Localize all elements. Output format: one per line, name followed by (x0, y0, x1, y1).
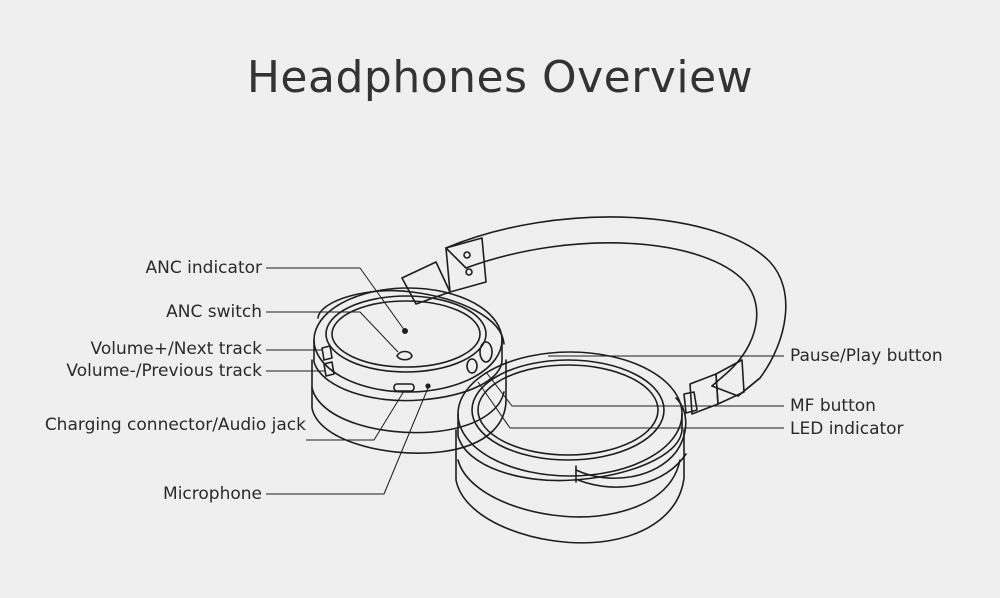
label-volume-down: Volume-/Previous track (66, 361, 262, 381)
leader-anc-switch (266, 311, 399, 353)
label-charging: Charging connector/Audio jack (44, 415, 306, 435)
label-volume-up: Volume+/Next track (90, 339, 262, 359)
leader-led (477, 381, 784, 429)
label-anc-switch: ANC switch (166, 302, 262, 322)
leader-microphone (266, 387, 429, 495)
leader-anc-indicator (266, 267, 406, 332)
headband (401, 216, 787, 415)
label-led-indicator: LED indicator (790, 419, 904, 439)
diagram-title: Headphones Overview (246, 52, 754, 103)
label-pause-play: Pause/Play button (790, 346, 943, 366)
left-earcup (311, 287, 507, 454)
label-microphone: Microphone (163, 484, 262, 504)
leader-lines (266, 267, 784, 495)
leader-mf-button (485, 371, 784, 407)
right-earcup (455, 351, 687, 544)
label-mf-button: MF button (790, 396, 876, 416)
label-anc-indicator: ANC indicator (145, 258, 262, 278)
leader-charging (306, 390, 405, 441)
